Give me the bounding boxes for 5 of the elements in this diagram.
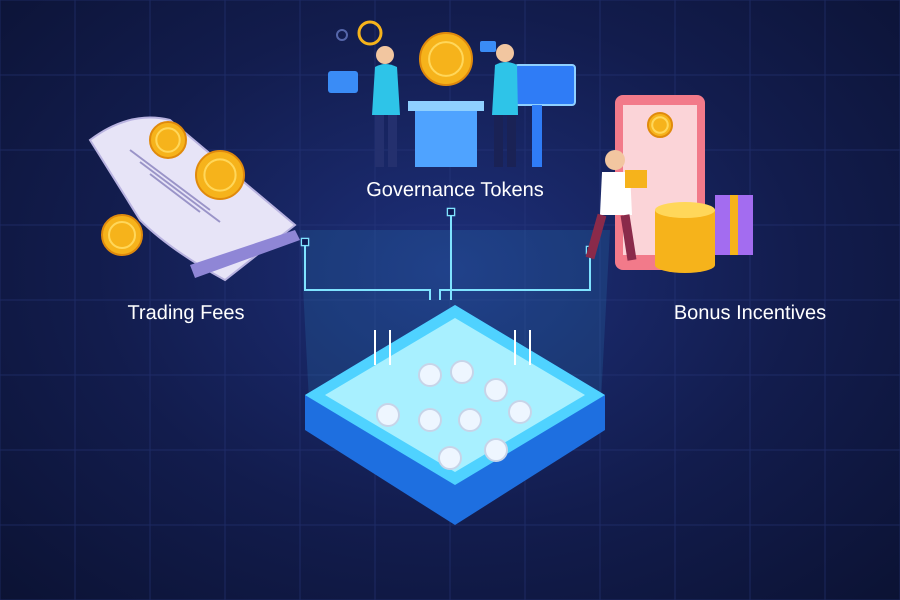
- connector-line: [446, 208, 456, 300]
- connector-line: [300, 238, 431, 300]
- node-label: Governance Tokens: [366, 179, 544, 202]
- node-label: Bonus Incentives: [674, 302, 826, 325]
- node-label: Trading Fees: [127, 302, 245, 325]
